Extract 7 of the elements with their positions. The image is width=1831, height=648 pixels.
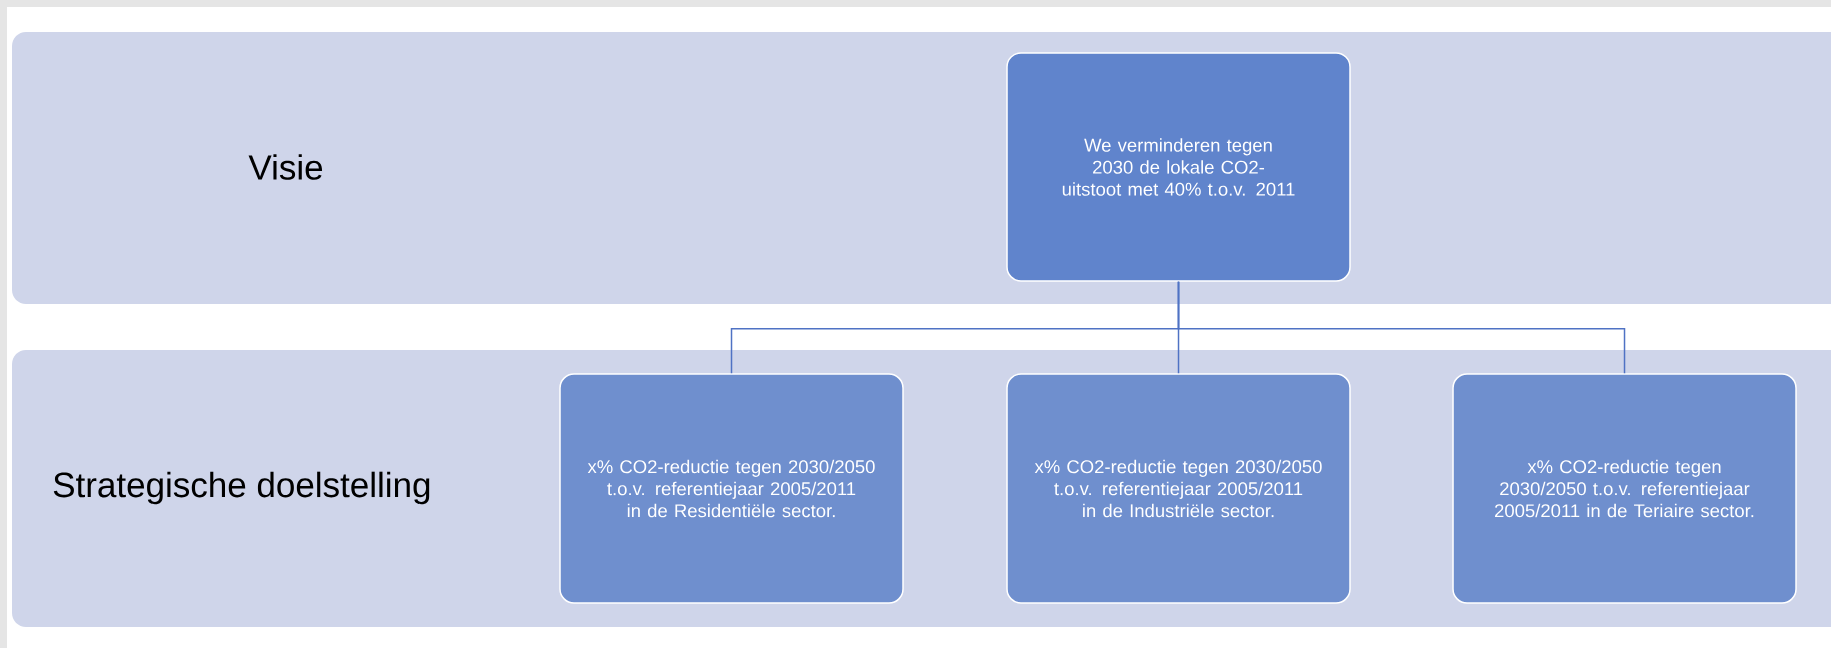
process-box: We verminderen tegen 2030 de lokale CO2-uitstoot met 40% t.o.v. 2011 <box>1006 52 1351 282</box>
process-box: x% CO2-reductie tegen 2030/2050 t.o.v. referentiejaar 2005/2011 in de Teriaire sector. <box>1452 373 1797 604</box>
band-label: Visie <box>248 154 323 180</box>
connector <box>1177 281 1626 374</box>
process-box: x% CO2-reductie tegen 2030/2050 t.o.v. referentiejaar 2005/2011 in de Residentiële sector. <box>559 373 904 604</box>
process-box: x% CO2-reductie tegen 2030/2050 t.o.v. referentiejaar 2005/2011 in de Industriële sector. <box>1006 373 1351 604</box>
band-label: Strategische doelstelling <box>53 471 430 505</box>
